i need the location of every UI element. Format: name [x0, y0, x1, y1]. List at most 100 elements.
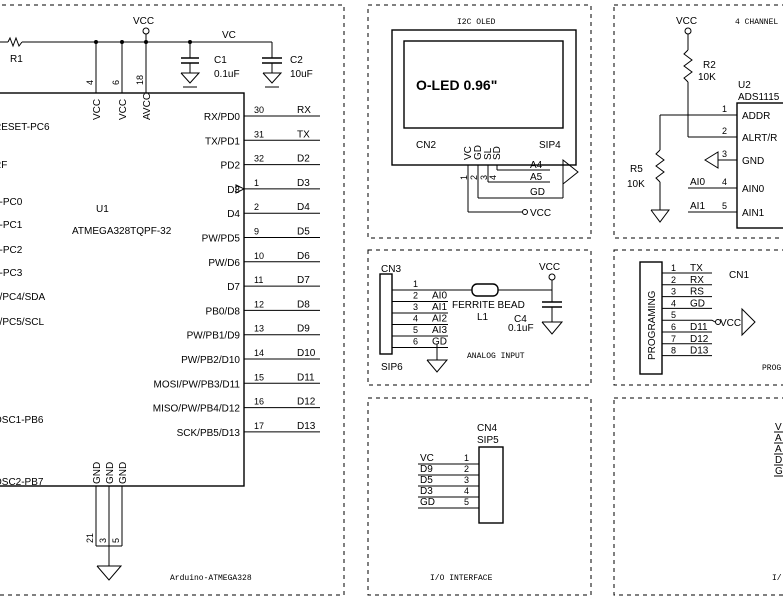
io-pin-num: 1: [464, 453, 469, 463]
ground-symbol: [426, 359, 449, 373]
adc-vcc-label: VCC: [676, 16, 697, 27]
prog-pin-net: D13: [690, 346, 709, 357]
analog-pin-net: AI1: [432, 302, 447, 313]
prog-pin-num: 3: [671, 287, 676, 297]
ferrite-bead-label: FERRITE BEAD: [452, 300, 525, 311]
prog-pin-num: 6: [671, 322, 676, 332]
prog-pin-num: 7: [671, 334, 676, 344]
mcu-top-pin-label: AVCC: [142, 93, 153, 120]
vcc-label: VCC: [133, 16, 154, 27]
mcu-right-pin-num: 10: [254, 251, 264, 261]
oled-pin-num: 1: [459, 175, 469, 180]
analog-vcc-label: VCC: [539, 262, 560, 273]
mcu-right-pin-net: D5: [297, 227, 310, 238]
mcu-right-pin-net: D7: [297, 275, 310, 286]
adc-pin-num: 3: [722, 149, 727, 159]
mcu-right-pin-label: PD2: [221, 161, 241, 172]
analog-pin-num: 1: [413, 279, 418, 289]
oled-pin-label: SL: [483, 147, 494, 160]
mcu-right-pin-net: D6: [297, 251, 310, 262]
c2-value: 10uF: [290, 69, 313, 80]
mcu-right-pin-net: D13: [297, 421, 316, 432]
capacitor-c1: [180, 42, 201, 88]
mcu-left-pin-label: 3-PC3: [0, 268, 23, 279]
mcu-bottom-pin-label: GND: [118, 462, 129, 484]
io-pin-net: D9: [420, 464, 433, 475]
mcu-right-pin-net: D12: [297, 397, 316, 408]
io-pin-num: 5: [464, 497, 469, 507]
capacitor-c2: [262, 42, 283, 88]
mcu-right-pin-net: D8: [297, 299, 310, 310]
adc-pin-name: AIN0: [742, 184, 765, 195]
prog-pin-net: TX: [690, 263, 703, 274]
mcu-bottom-pin-num: 5: [111, 538, 121, 543]
mcu-caption: Arduino-ATMEGA328: [170, 574, 252, 583]
adc-pin-net: AI1: [690, 201, 705, 212]
cn3-body: [379, 273, 393, 355]
oled-pin-label: GD: [473, 145, 484, 160]
oled-net-label: A4: [530, 160, 543, 171]
prog-pin-net: RX: [690, 275, 704, 286]
mcu-left-pin-label: OSC1-PB6: [0, 415, 44, 426]
r2-value: 10K: [698, 72, 716, 83]
oled-arrow: [562, 158, 579, 186]
adc-title: 4 CHANNEL: [735, 18, 778, 27]
io-pin-num: 4: [464, 486, 469, 496]
mcu-right-pin-label: PW/PD5: [202, 234, 241, 245]
mcu-right-pin-num: 9: [254, 227, 259, 237]
mcu-bottom-pin-label: GND: [105, 462, 116, 484]
analog-pin-num: 4: [413, 314, 418, 324]
d3-marker: [235, 184, 246, 194]
oled-display-text: O-LED 0.96": [416, 77, 497, 93]
mcu-right-pin-net: D11: [297, 372, 315, 383]
mcu-right-pin-num: 16: [254, 397, 264, 407]
oled-pin-label: VC: [463, 146, 474, 160]
prog-vcc-label: VCC: [720, 318, 741, 329]
mcu-top-pin-label: VCC: [92, 99, 103, 120]
prog-pin-net: D11: [690, 322, 708, 333]
analog-title: ANALOG INPUT: [467, 352, 525, 361]
adc-pin-name: ADDR: [742, 111, 770, 122]
adc-pin-num: 2: [722, 126, 727, 136]
mcu-right-pin-num: 17: [254, 421, 264, 431]
mcu-right-pin-num: 11: [254, 275, 263, 285]
oled-sip: SIP4: [539, 140, 561, 151]
analog-pin-num: 6: [413, 337, 418, 347]
resistor-r5: [655, 149, 665, 183]
oled-net-label: VCC: [530, 208, 551, 219]
oled-pin-num: 2: [469, 175, 479, 180]
prog-header: [639, 261, 663, 375]
oled-screen: [403, 40, 564, 129]
mcu-left-pin-label: 1-PC1: [0, 220, 23, 231]
adc-pin-num: 4: [722, 177, 727, 187]
adc-chip: [736, 102, 783, 229]
oled-net-label: A5: [530, 172, 543, 183]
mcu-right-pin-net: TX: [297, 129, 310, 140]
mcu-right-pin-label: MISO/PW/PB4/D12: [153, 404, 241, 415]
cn4-body: [478, 446, 504, 524]
mcu-top-pin-label: VCC: [118, 99, 129, 120]
io2-net: A: [775, 433, 782, 444]
analog-pin-net: AI3: [432, 325, 447, 336]
io-pin-num: 2: [464, 464, 469, 474]
mcu-top-pin-num: 6: [111, 80, 121, 85]
ground-symbol: [96, 565, 123, 581]
mcu-right-pin-num: 14: [254, 348, 264, 358]
mcu-right-pin-num: 15: [254, 372, 264, 382]
io-pin-net: GD: [420, 497, 435, 508]
c1-ref: C1: [214, 55, 227, 66]
mcu-right-pin-num: 1: [254, 178, 259, 188]
mcu-bottom-pin-num: 21: [85, 533, 95, 543]
adc-pin-num: 1: [722, 104, 727, 114]
sip6-label: SIP6: [381, 362, 403, 373]
mcu-right-pin-num: 12: [254, 299, 264, 309]
